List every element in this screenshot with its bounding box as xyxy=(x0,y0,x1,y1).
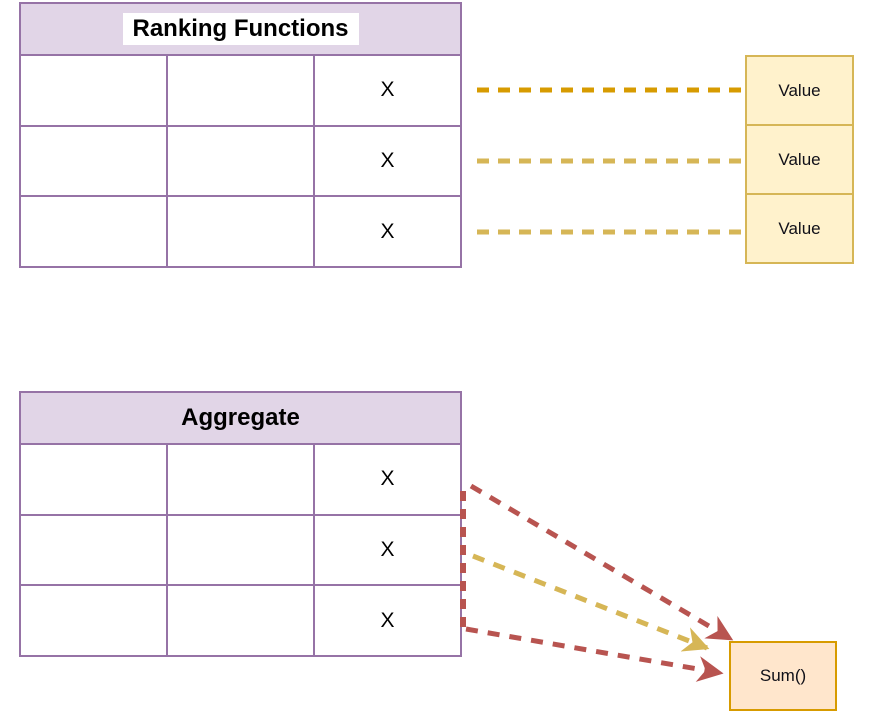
sum-box: Sum() xyxy=(729,641,837,711)
table-cell xyxy=(21,197,168,267)
value-box-1: Value xyxy=(745,55,854,126)
table-cell xyxy=(21,56,168,125)
table-cell-x: X xyxy=(380,538,395,561)
value-box-3: Value xyxy=(745,193,854,264)
aggregate-body: X X X xyxy=(21,445,460,656)
table-cell-x: X xyxy=(380,467,395,491)
table-cell xyxy=(21,126,168,196)
table-row: X xyxy=(21,445,460,516)
table-cell xyxy=(168,197,315,267)
ranking-functions-header: Ranking Functions xyxy=(21,4,460,56)
aggregate-header: Aggregate xyxy=(21,393,460,445)
table-cell-x: X xyxy=(380,149,395,172)
value-box-2: Value xyxy=(745,124,854,195)
table-row: X xyxy=(21,56,460,127)
table-row: X xyxy=(21,586,460,656)
table-cell xyxy=(21,586,168,656)
table-cell xyxy=(168,56,315,125)
value-box-stack: Value Value Value xyxy=(745,55,854,264)
table-row: X xyxy=(21,515,460,587)
aggregate-table: Aggregate X X X xyxy=(19,391,462,657)
connector-aggregate-row2-sum xyxy=(472,553,710,652)
ranking-functions-table: Ranking Functions X X X xyxy=(19,2,462,268)
table-row: X xyxy=(21,126,460,198)
ranking-functions-title: Ranking Functions xyxy=(122,12,359,46)
connector-aggregate-row3-sum xyxy=(465,626,724,682)
ranking-functions-body: X X X xyxy=(21,56,460,267)
table-row: X xyxy=(21,197,460,267)
table-cell xyxy=(21,445,168,514)
connector-aggregate-row1-sum xyxy=(469,483,734,642)
table-cell-x: X xyxy=(380,78,395,102)
table-cell-x: X xyxy=(380,219,395,243)
table-cell xyxy=(168,515,315,585)
table-cell xyxy=(168,445,315,514)
table-cell-x: X xyxy=(380,608,395,632)
table-cell xyxy=(21,515,168,585)
table-cell xyxy=(168,126,315,196)
table-cell xyxy=(168,586,315,656)
aggregate-title: Aggregate xyxy=(181,403,300,431)
